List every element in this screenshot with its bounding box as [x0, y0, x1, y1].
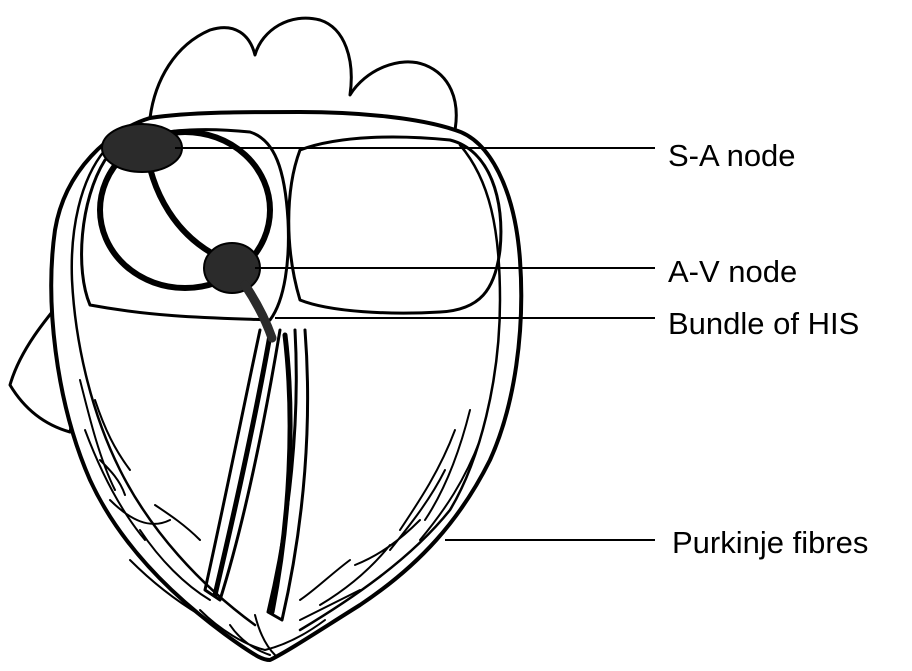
- label-av-node: A-V node: [668, 256, 797, 287]
- sa-node-shape: [102, 124, 182, 172]
- label-purkinje-fibres: Purkinje fibres: [672, 527, 868, 558]
- label-sa-node: S-A node: [668, 140, 796, 171]
- label-bundle-of-his: Bundle of HIS: [668, 308, 859, 339]
- av-node-shape: [204, 243, 260, 293]
